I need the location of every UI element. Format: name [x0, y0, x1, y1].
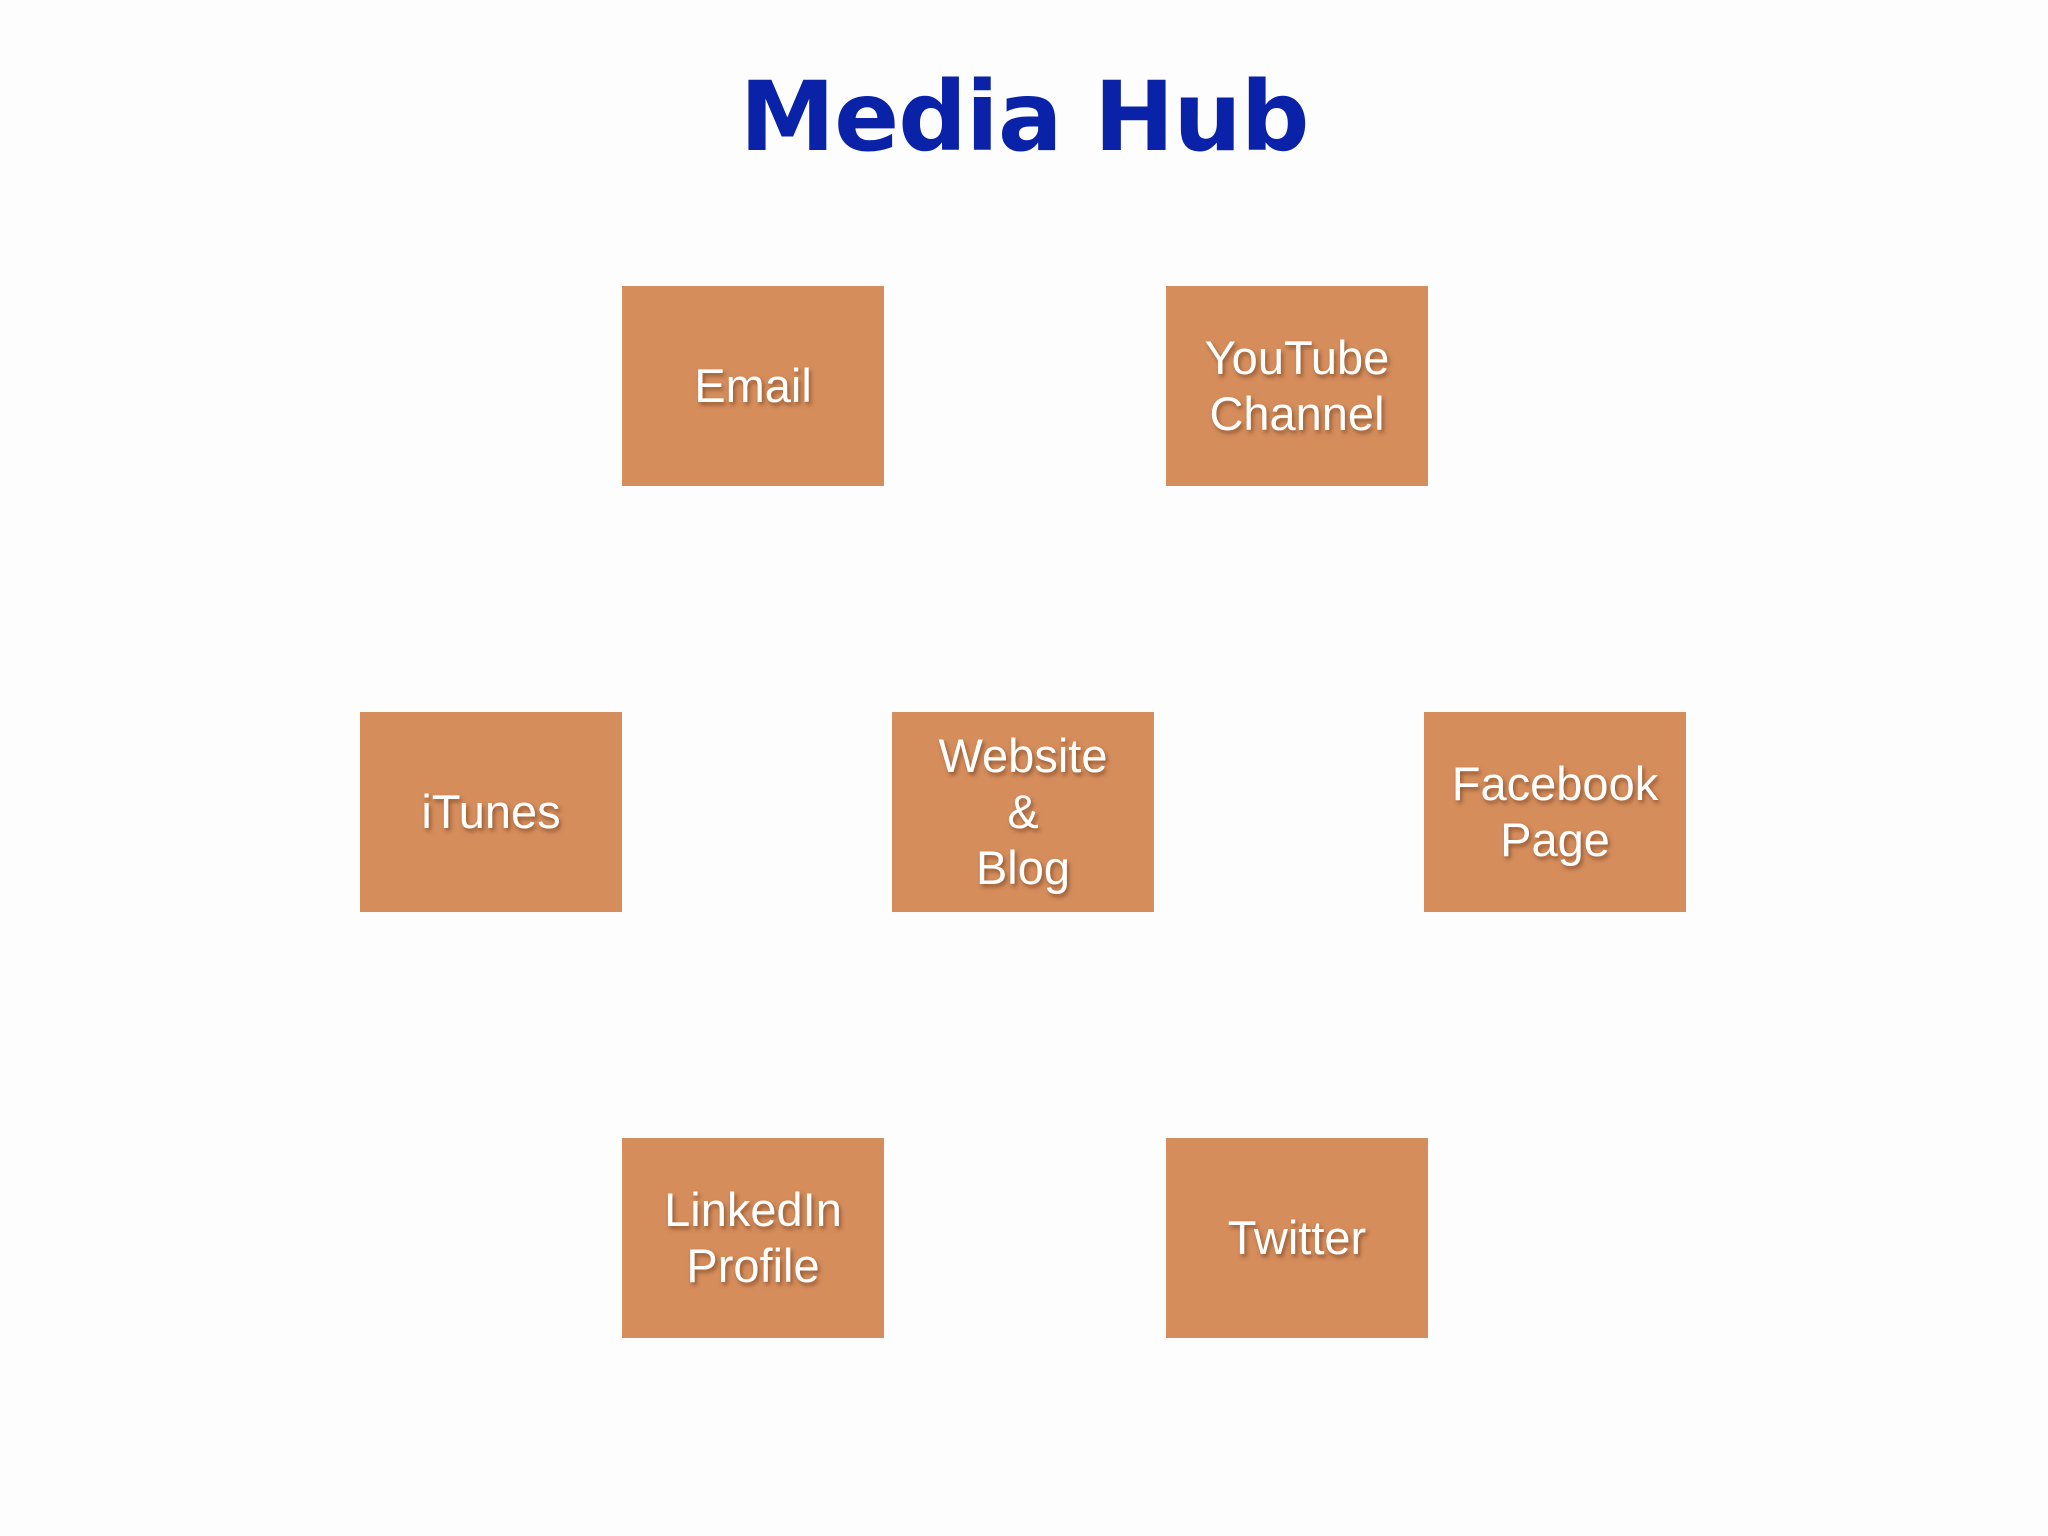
node-linkedin-profile: LinkedIn Profile [622, 1138, 884, 1338]
node-twitter-label: Twitter [1227, 1211, 1367, 1264]
node-youtube-channel: YouTube Channel [1166, 286, 1428, 486]
node-linkedin-profile-label: LinkedIn Profile [664, 1183, 842, 1292]
node-email-label: Email [694, 359, 812, 412]
node-website-blog: Website & Blog [892, 712, 1154, 912]
diagram-title: Media Hub [739, 61, 1310, 173]
node-twitter: Twitter [1166, 1138, 1428, 1338]
node-itunes-label: iTunes [421, 785, 561, 838]
node-youtube-channel-label: YouTube Channel [1204, 331, 1390, 440]
node-facebook-page: Facebook Page [1424, 712, 1686, 912]
node-email: Email [622, 286, 884, 486]
node-website-blog-label: Website & Blog [938, 729, 1108, 894]
node-itunes: iTunes [360, 712, 622, 912]
node-facebook-page-label: Facebook Page [1451, 757, 1659, 866]
